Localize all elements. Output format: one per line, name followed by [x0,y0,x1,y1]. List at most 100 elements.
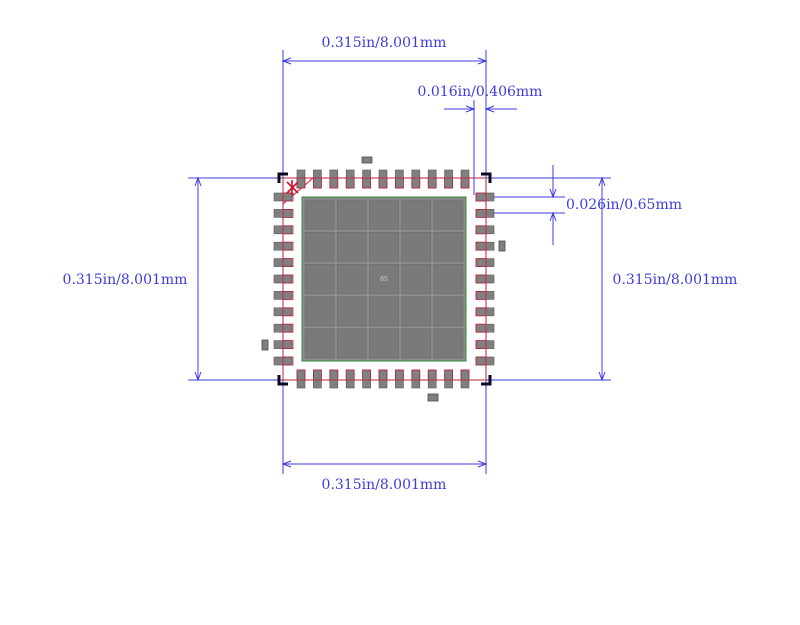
pad-top [313,169,322,189]
pad-outline [444,369,454,381]
right-height-label: 0.315in/8.001mm [613,272,738,288]
pad-right [475,291,495,300]
pad-outline [282,290,294,300]
center-pad-number: 65 [380,276,388,283]
thermal-cell [369,328,399,359]
arrow-pad-right [484,105,495,113]
thermal-cell [433,199,464,230]
pad-outline [475,258,487,268]
thermal-cell [401,231,432,262]
pad-outline [475,340,487,350]
pad-right [475,307,495,317]
thermal-cell [336,264,367,294]
corner-mark-top-right [481,172,492,183]
thermal-cell [336,231,367,262]
pad-right [475,356,495,366]
thermal-cell [433,231,464,262]
thermal-cell [401,296,432,327]
pad-top [395,169,404,189]
pad-outline [329,369,339,381]
corner-mark-bottom-left [277,375,288,386]
pad-top [460,169,470,189]
pad-outline [282,356,294,366]
thermal-cell [304,264,335,294]
pad-right [475,274,495,284]
pad-outline [345,177,355,189]
dimension-lines [188,50,611,474]
arrow-pitch-top [549,188,557,199]
thermal-cell [433,264,464,294]
thermal-cell [304,328,335,359]
pad-bottom [329,369,339,389]
pad-outline [345,369,355,381]
thermal-cell [369,231,399,262]
pad-outline [475,307,487,317]
pad-outline [296,369,306,381]
pad-outline [282,274,294,284]
thermal-cell [401,199,432,230]
pitch-label: 0.026in/0.65mm [566,197,682,213]
thermal-cell [304,199,335,230]
thermal-cell [336,296,367,327]
pad-right [475,258,495,267]
thermal-cell [401,264,432,294]
arrow-top-right [477,57,488,65]
dimension-arrows [194,57,606,468]
pad-outline [475,356,487,366]
perimeter-pads [273,169,495,389]
thermal-cell [433,296,464,327]
pad-outline [378,369,388,381]
pad-top [427,169,437,189]
aux-pad-left [261,339,269,351]
pad-bottom [427,369,437,389]
pad-outline [411,177,421,189]
pad-outline [282,225,294,235]
pad-bottom [460,369,470,389]
pad-outline [475,225,487,235]
pad-top [444,169,453,189]
arrow-left-top [194,176,202,187]
pad-bottom [411,369,421,389]
pad-width-label: 0.016in/0.406mm [418,84,543,100]
pad-outline [282,323,294,333]
pad-outline [362,177,372,189]
pad-outline [475,192,487,202]
pad-outline [475,241,487,251]
pad-right [475,241,495,251]
pad-outline [312,177,322,189]
pad-right [475,225,495,235]
thermal-cell [369,199,399,230]
pad-bottom [378,369,388,389]
pad-bottom [313,369,322,389]
pad-outline [475,274,487,284]
aux-pad-right [498,240,506,252]
pad-outline [427,369,437,381]
pad-top [362,169,371,189]
arrow-bottom-right [477,460,488,468]
thermal-cell [401,328,432,359]
pad-outline [282,208,294,218]
thermal-cell [304,231,335,262]
pad-right [475,340,495,349]
pad-right [475,209,495,218]
thermal-cell [369,296,399,327]
pad-bottom [395,369,404,389]
pad-outline [475,323,487,333]
pad-right [475,323,495,333]
pad-top [378,169,388,189]
pin1-marker-icon [286,180,299,195]
aux-pad-bottom [427,393,439,402]
arrow-right-top [598,176,606,187]
pad-outline [427,177,437,189]
pad-bottom [444,369,453,389]
pad-outline [460,369,470,381]
thermal-cell [433,328,464,359]
pad-outline [394,177,404,189]
pad-outline [282,307,294,317]
pad-outline [282,340,294,350]
pad-outline [282,258,294,268]
pad-outline [282,241,294,251]
pad-top [329,169,339,189]
pad-outline [312,369,322,381]
